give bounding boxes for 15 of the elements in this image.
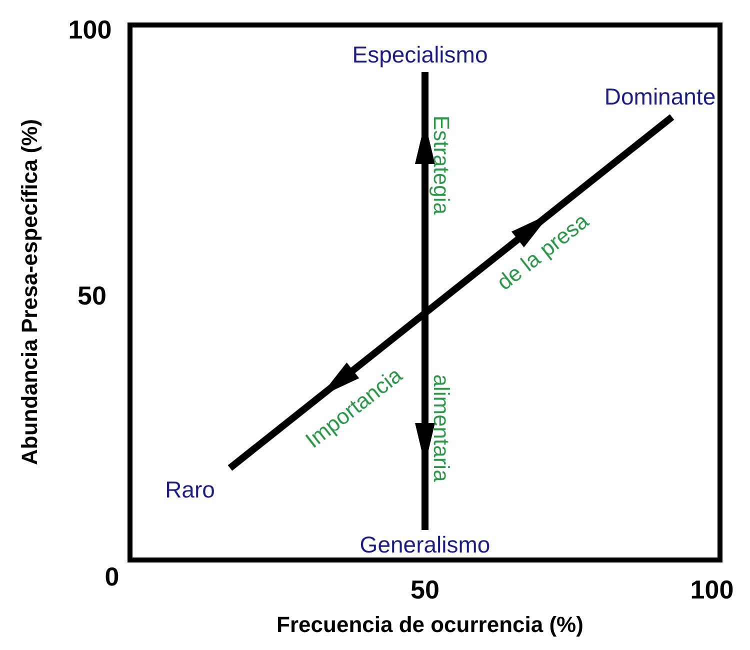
pole-label: Generalismo — [360, 532, 490, 558]
pole-label: Raro — [165, 476, 215, 504]
axis-title: Abundancia Presa-específica (%) — [17, 119, 43, 465]
tick-label: 0 — [104, 562, 120, 592]
tick-label: 100 — [68, 14, 112, 46]
tick-label: 50 — [410, 574, 440, 606]
arrow-caption: Estrategia — [428, 115, 454, 215]
double-arrow — [415, 72, 435, 530]
pole-label: Dominante — [604, 84, 716, 110]
tick-label: 100 — [690, 574, 734, 606]
double-arrow — [228, 114, 674, 471]
pole-label: Especialismo — [352, 42, 488, 68]
arrow-caption: alimentaria — [428, 374, 454, 482]
tick-label: 50 — [78, 280, 106, 312]
axis-title: Frecuencia de ocurrencia (%) — [276, 612, 584, 638]
